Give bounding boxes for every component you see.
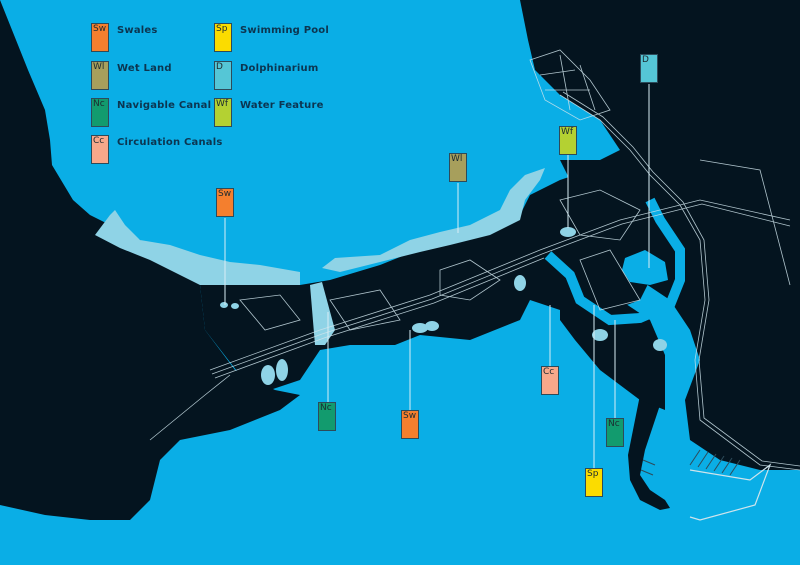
legend-label: Circulation Canals: [117, 137, 223, 148]
harbour-pier: [628, 395, 670, 510]
shallow-shore-west: [95, 210, 300, 290]
marker-circulation-canals[interactable]: Cc: [541, 366, 559, 395]
legend-label: Dolphinarium: [240, 63, 319, 74]
legend-swatch-swimming-pool: Sp: [214, 23, 232, 52]
legend-item-navigable-canal: Nc Navigable Canal: [91, 98, 211, 127]
harbour-breakwater: [689, 463, 772, 521]
navigable-canal-crossing: [310, 282, 335, 345]
road-network: [149, 49, 800, 471]
legend-swatch-swales: Sw: [91, 23, 109, 52]
legend-swatch-dolphinarium: D: [214, 61, 232, 90]
dolphinarium-lagoon: [622, 250, 668, 285]
legend-item-circulation-canals: Cc Circulation Canals: [91, 135, 223, 164]
inner-waterway: [544, 197, 685, 326]
legend-item-dolphinarium: D Dolphinarium: [214, 61, 318, 90]
leader-lines: [224, 84, 650, 468]
marker-wet-land[interactable]: Wl: [449, 153, 467, 182]
marker-swales-central[interactable]: Sw: [401, 410, 419, 439]
legend-label: Swimming Pool: [240, 25, 329, 36]
marker-swales-west[interactable]: Sw: [216, 188, 234, 217]
legend-swatch-wet-land: Wl: [91, 61, 109, 90]
legend-label: Navigable Canal: [117, 100, 212, 111]
legend-item-water-feature: Wf Water Feature: [214, 98, 324, 127]
legend-swatch-navigable-canal: Nc: [91, 98, 109, 127]
landmass-east: [520, 0, 800, 470]
marker-dolphinarium[interactable]: D: [640, 54, 658, 83]
landmass-south-spit: [560, 300, 665, 410]
legend-swatch-water-feature: Wf: [214, 98, 232, 127]
legend-swatch-circulation-canals: Cc: [91, 135, 109, 164]
marker-navigable-canal-west[interactable]: Nc: [318, 402, 336, 431]
legend-label: Swales: [117, 25, 158, 36]
pools: [220, 227, 667, 385]
legend-item-swales: Sw Swales: [91, 23, 158, 52]
marker-navigable-canal-east[interactable]: Nc: [606, 418, 624, 447]
marker-swimming-pool[interactable]: Sp: [585, 468, 603, 497]
legend-item-wet-land: Wl Wet Land: [91, 61, 172, 90]
legend-item-swimming-pool: Sp Swimming Pool: [214, 23, 329, 52]
moorings: [640, 449, 741, 476]
shallow-shore-central: [322, 168, 545, 272]
legend-label: Water Feature: [240, 100, 324, 111]
legend-label: Wet Land: [117, 63, 172, 74]
marker-water-feature[interactable]: Wf: [559, 126, 577, 155]
